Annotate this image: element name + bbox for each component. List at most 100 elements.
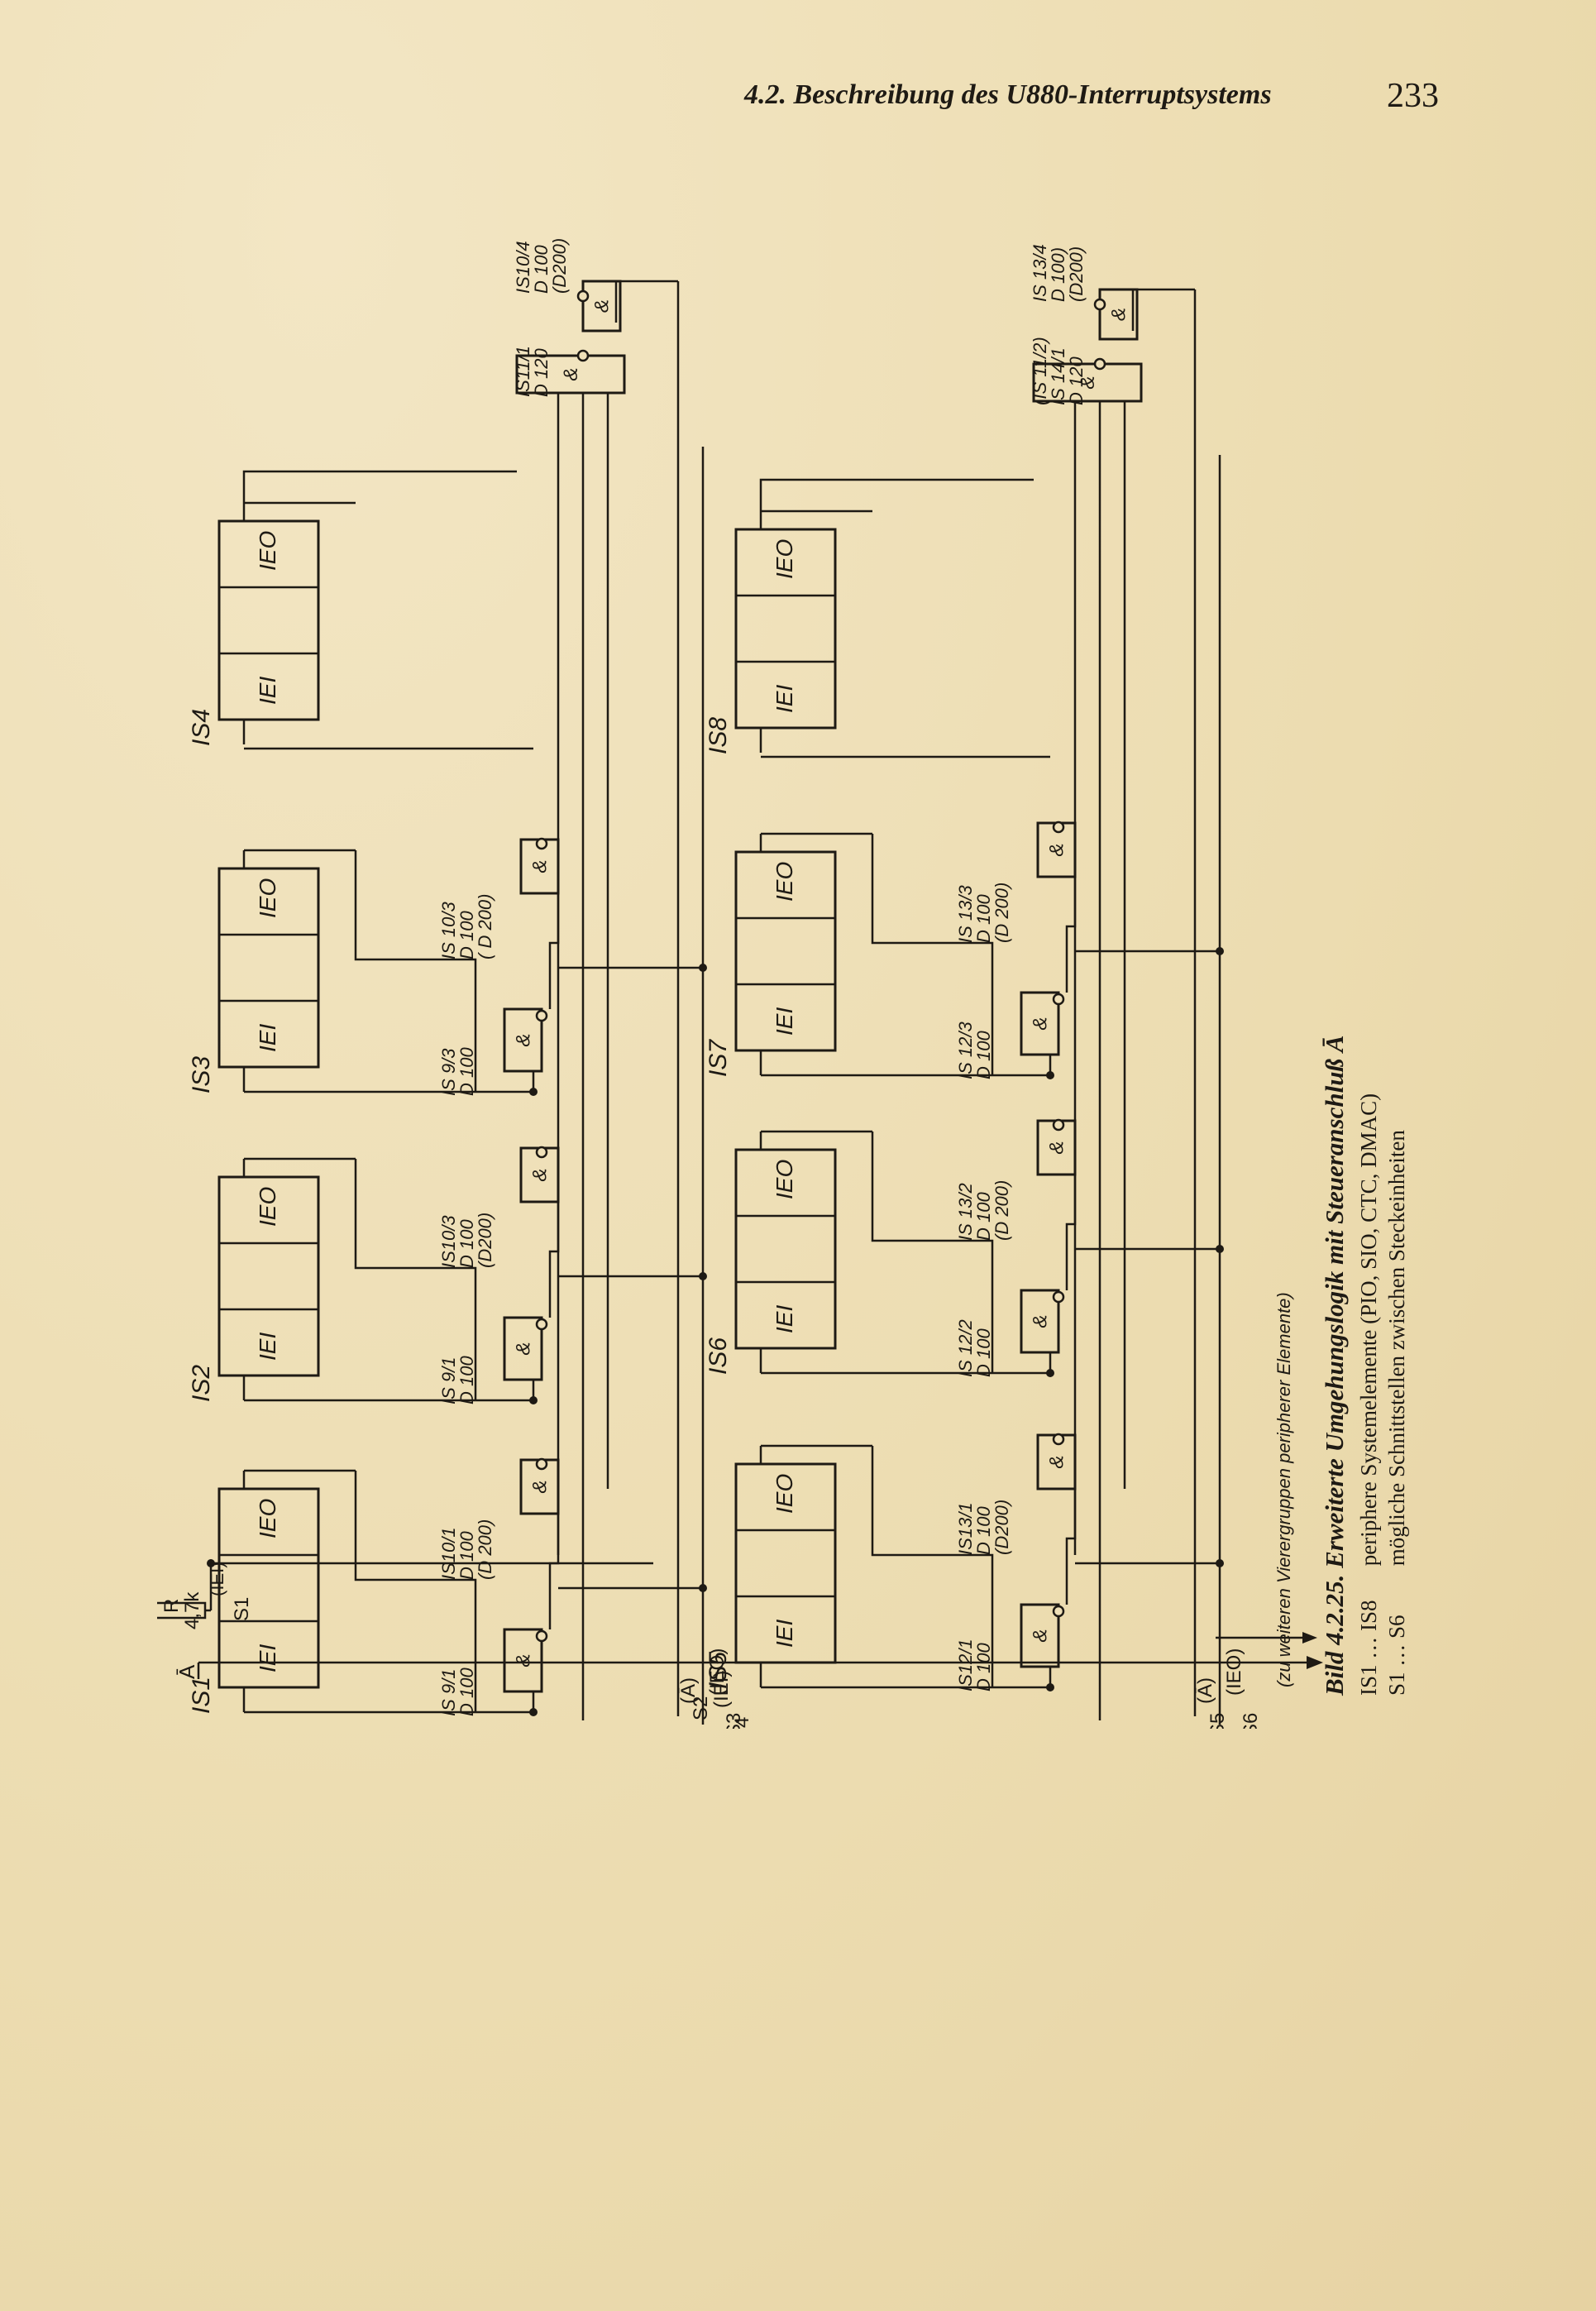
inverter-bubble [1052, 1290, 1065, 1304]
iei-label: IEI [772, 685, 797, 713]
gate-designation: D 100 [456, 1531, 477, 1580]
and-gate [1020, 1603, 1060, 1668]
junction-dot [1046, 1071, 1054, 1079]
caption-legend-item: IS1 … IS8 periphere Systemelemente (PIO,… [1355, 935, 1383, 1696]
gate-designation: D 120 [531, 348, 552, 397]
gate-designation: IS11/1 [513, 346, 533, 397]
gate-designation: D 120 [1066, 356, 1087, 405]
inverter-bubble [1052, 1605, 1065, 1618]
ieo-label: IEO [255, 1499, 280, 1538]
inverter-bubble [576, 289, 590, 303]
junction-dot [529, 1088, 538, 1096]
gate-designation: D 100 [456, 1219, 477, 1268]
gate-designation: (IS 11/2) [1030, 337, 1050, 405]
legend-text: mögliche Schnittstellen zwischen Steckei… [1384, 1130, 1409, 1567]
inverter-bubble [1093, 357, 1106, 371]
ieo-label: IEO [255, 1187, 280, 1227]
peripheral-unit-block [217, 867, 320, 1069]
inverter-bubble [535, 1146, 548, 1159]
gate-designation: D 100 [456, 1356, 477, 1404]
caption-title: Bild 4.2.25. Erweiterte Umgehungslogik m… [1320, 1035, 1349, 1696]
peripheral-unit-block [734, 1462, 837, 1664]
gate-to-gate [1065, 873, 1077, 993]
junction-dot [1216, 947, 1224, 955]
circuit-schematic: IEOIEIIS1IEOIEIIS2IEOIEIIS3IEOIEIIS4&&IS… [157, 238, 1323, 1729]
inverter-bubble [1093, 298, 1106, 311]
gate-designation: D 100 [456, 911, 477, 959]
bus-label: (IEI) [710, 1671, 733, 1708]
and-gate [1098, 288, 1139, 341]
and-symbol: & [529, 859, 552, 873]
and-gate [503, 1316, 543, 1381]
inverter-bubble [535, 1457, 548, 1471]
gate-designation: IS 12/2 [955, 1319, 976, 1377]
inverter-bubble [535, 1009, 548, 1022]
gate-designation: IS12/1 [955, 1639, 976, 1691]
gate-designation: IS10/3 [438, 1215, 459, 1268]
and-gate [515, 354, 626, 395]
iei-label: IEI [772, 1007, 797, 1036]
supply-label: +5V [157, 1590, 158, 1625]
gate-designation: ( D 200) [475, 894, 495, 959]
chain-wire [761, 1667, 1052, 1689]
peripheral-unit-block [734, 1148, 837, 1350]
gate-designation: (D 200) [475, 1519, 495, 1580]
gate-designation: IS10/1 [438, 1527, 459, 1580]
resistor-label: R [160, 1599, 183, 1613]
iei-label: IEI [255, 1333, 280, 1361]
gate-designation: D 100 [973, 1643, 994, 1691]
bus-label: (IEO) [706, 1648, 729, 1696]
peripheral-unit-block [217, 1175, 320, 1377]
gate-designation: D 100) [1048, 247, 1068, 302]
and-symbol: & [591, 299, 614, 313]
legend-text: periphere Systemelemente (PIO, SIO, CTC,… [1356, 1093, 1381, 1567]
gate-designation: D 100 [973, 894, 994, 943]
and-symbol: & [513, 1033, 535, 1046]
ieo-label: IEO [255, 531, 280, 571]
gate-designation: D 100 [973, 1328, 994, 1377]
gate-designation: (D200) [475, 1213, 495, 1268]
bus-label: (Ā) [1194, 1677, 1216, 1704]
peripheral-unit-block [217, 1487, 320, 1689]
unit-label: IS7 [705, 1039, 732, 1077]
junction-dot [207, 1559, 215, 1567]
gate-designation: D 100 [973, 1506, 994, 1555]
ieo-to-top-gate [242, 470, 517, 503]
bus-label: S4 [731, 1717, 753, 1729]
unit-label: IS2 [188, 1365, 215, 1402]
unit-label: IS3 [188, 1056, 215, 1093]
ieo-to-gate [871, 834, 994, 1075]
unit-label: IS4 [188, 709, 215, 746]
legend-key: S1 … S6 [1384, 1615, 1409, 1696]
inverter-bubble [1052, 993, 1065, 1006]
ieo-bus [1131, 288, 1195, 331]
gate-designation: IS 10/3 [438, 902, 459, 959]
ieo-label: IEO [772, 862, 797, 902]
gate-designation: D 100 [456, 1047, 477, 1096]
caption-legend-item: S1 … S6 mögliche Schnittstellen zwischen… [1383, 935, 1411, 1696]
peripheral-unit-block [734, 850, 837, 1052]
and-symbol: & [513, 1342, 535, 1355]
bus-label: (IEO) [1223, 1648, 1245, 1696]
junction-dot [699, 1584, 707, 1592]
gate-to-gate [1065, 1170, 1077, 1290]
chain-wire [244, 1691, 535, 1714]
and-symbol: & [529, 1168, 552, 1181]
gate-designation: IS 9/1 [438, 1357, 459, 1404]
gate-to-gate [1065, 1485, 1077, 1605]
ieo-to-gate [354, 1471, 477, 1712]
junction-dot [1216, 1245, 1224, 1253]
bus-label: (Ā) [677, 1677, 700, 1704]
and-symbol: & [1030, 1017, 1052, 1030]
inverter-bubble [576, 349, 590, 362]
and-symbol: & [560, 367, 582, 380]
bus-label: S3 [723, 1713, 745, 1729]
gate-designation: IS13/1 [955, 1502, 976, 1555]
gate-designation: IS 9/1 [438, 1669, 459, 1716]
and-gate [1032, 362, 1143, 403]
inverter-bubble [535, 1318, 548, 1331]
gate-designation: D 100 [456, 1667, 477, 1716]
and-gate [581, 280, 622, 333]
gate-designation: D 100 [531, 245, 552, 294]
